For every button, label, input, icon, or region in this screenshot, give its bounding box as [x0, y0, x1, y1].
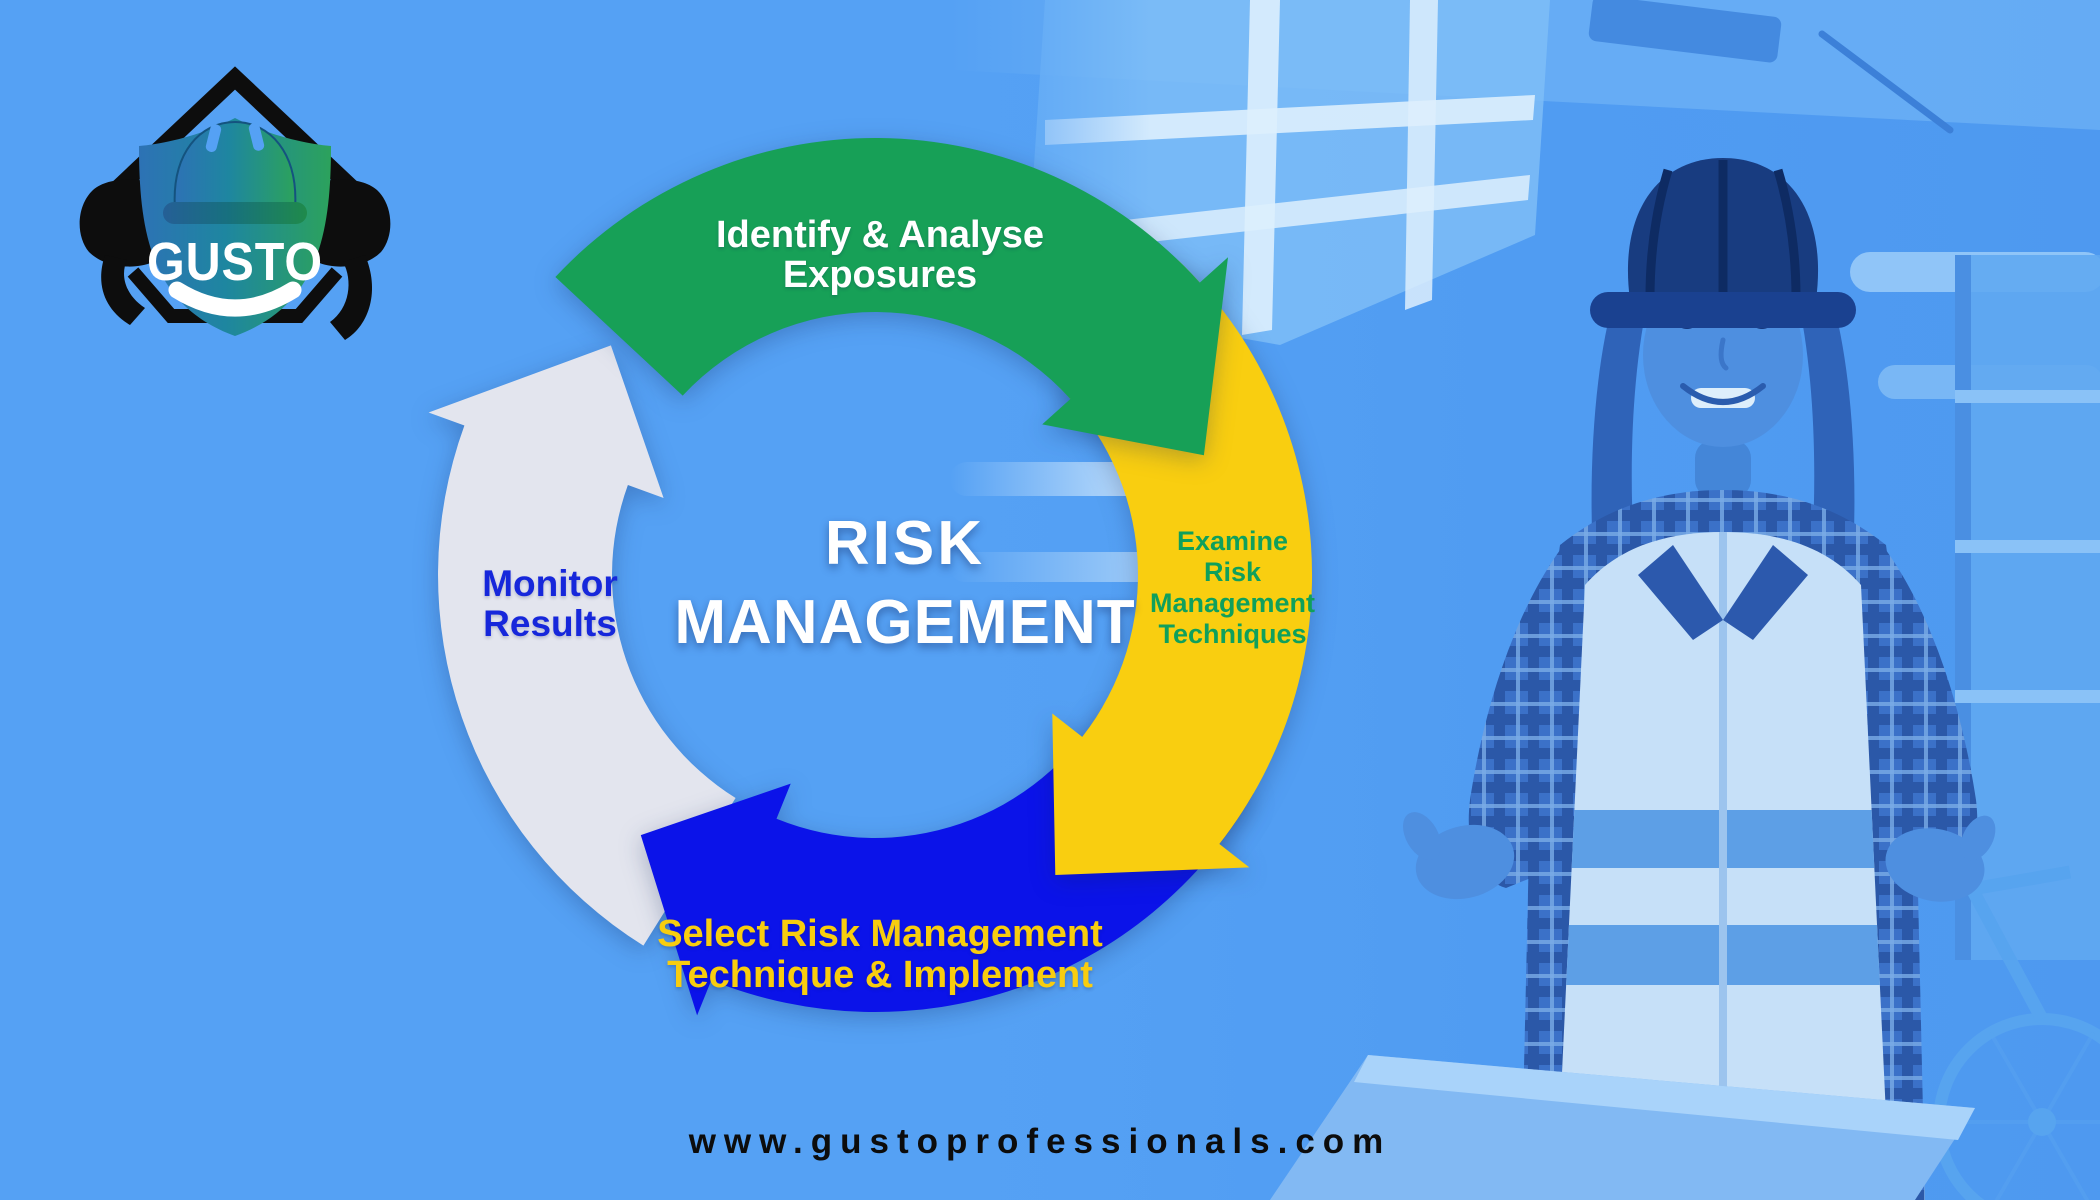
cycle-arrow-monitor — [428, 345, 736, 946]
vest-stripes — [1556, 532, 1890, 1200]
logo-hardhat-icon — [163, 120, 307, 224]
step-label-line: Examine — [1176, 526, 1289, 556]
neck — [1695, 440, 1751, 498]
step-label-monitor: Monitor Results — [405, 564, 695, 644]
cycle-arrow-identify — [555, 137, 1228, 456]
background-photo — [950, 0, 2100, 1200]
hand — [1885, 815, 1996, 902]
step-label-line: Results — [483, 603, 617, 644]
hard-hat — [1590, 158, 1856, 328]
photo-desk-top — [1354, 1055, 1975, 1140]
website-url: www.gustoprofessionals.com — [688, 1122, 1392, 1161]
hand — [1403, 812, 1515, 900]
shirt-collar — [1638, 545, 1723, 640]
shirt-sleeve — [1468, 550, 1590, 888]
step-label-line: Management — [1149, 588, 1316, 618]
step-label-line: Select Risk Management — [657, 913, 1103, 955]
center-title-line: MANAGEMENT — [674, 588, 1136, 657]
center-title-line: RISK — [824, 509, 986, 578]
logo-smile-icon — [168, 281, 302, 317]
step-label-select: Select Risk Management Technique & Imple… — [570, 914, 1190, 996]
step-label-line: Exposures — [782, 254, 978, 296]
step-label-line: Techniques — [1158, 619, 1307, 649]
shirt-sleeve — [1856, 550, 1978, 888]
photo-desk — [1270, 1055, 1975, 1200]
step-label-line: Risk — [1203, 557, 1262, 587]
shirt-collar — [1723, 545, 1808, 640]
step-label-identify: Identify & Analyse Exposures — [580, 215, 1180, 295]
step-label-examine: Examine Risk Management Techniques — [1085, 526, 1380, 650]
center-title: RISK MANAGEMENT — [625, 506, 1185, 664]
photo-worker-woman — [1403, 158, 1996, 1200]
step-label-line: Monitor — [482, 563, 618, 604]
step-label-line: Identify & Analyse — [715, 214, 1044, 256]
gusto-logo: GUSTO — [79, 66, 391, 340]
step-label-line: Technique & Implement — [667, 954, 1093, 996]
